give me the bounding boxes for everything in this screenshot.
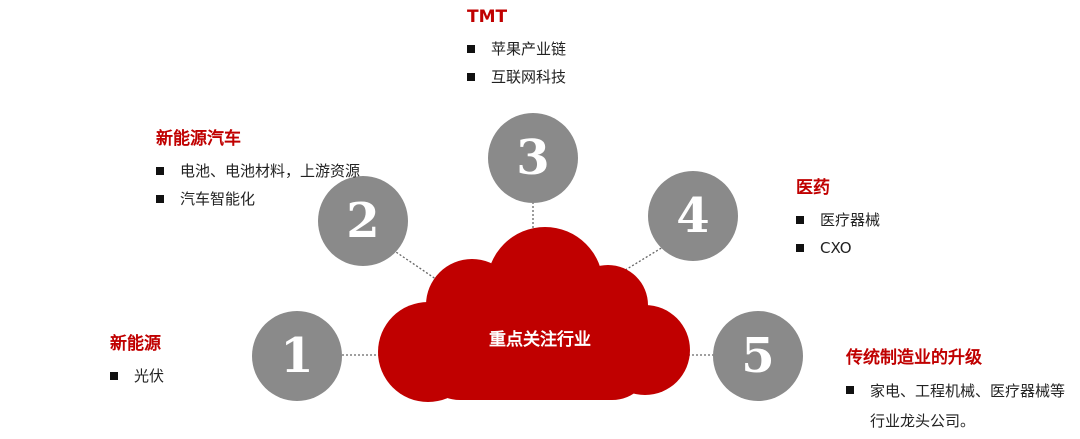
square-bullet-icon — [796, 244, 804, 252]
center-cloud — [378, 227, 690, 402]
item-text: 医疗器械 — [820, 211, 881, 229]
list-item: 互联网科技 — [467, 63, 566, 91]
node-2-circle: 2 — [318, 176, 408, 266]
item-text: 苹果产业链 — [491, 40, 567, 58]
group-tmt: TMT 苹果产业链 互联网科技 — [467, 7, 566, 91]
item-text: 光伏 — [134, 367, 165, 385]
list-item: CXO — [796, 234, 880, 262]
square-bullet-icon — [156, 195, 164, 203]
item-text: CXO — [820, 239, 852, 257]
group-new-energy-vehicles: 新能源汽车 电池、电池材料，上游资源 汽车智能化 — [156, 124, 360, 213]
list-item: 医疗器械 — [796, 206, 880, 234]
group-title: TMT — [467, 7, 508, 27]
node-4-circle: 4 — [648, 171, 738, 261]
node-3-circle: 3 — [488, 113, 578, 203]
group-pharma: 医药 医疗器械 CXO — [796, 173, 880, 262]
list-item: 光伏 — [110, 362, 164, 390]
square-bullet-icon — [156, 167, 164, 175]
connector-4 — [621, 243, 669, 273]
list-item: 汽车智能化 — [156, 185, 360, 213]
square-bullet-icon — [467, 45, 475, 53]
center-cloud-label: 重点关注行业 — [489, 330, 591, 350]
item-text: 家电、工程机械、医疗器械等行业龙头公司。 — [870, 382, 1066, 430]
list-item: 苹果产业链 — [467, 35, 566, 63]
list-item: 电池、电池材料，上游资源 — [156, 157, 360, 185]
group-title: 医药 — [796, 178, 830, 198]
square-bullet-icon — [110, 372, 118, 380]
square-bullet-icon — [846, 386, 854, 394]
node-1-circle: 1 — [252, 311, 342, 401]
list-item: 家电、工程机械、医疗器械等行业龙头公司。 — [846, 376, 1070, 436]
group-traditional-manufacturing: 传统制造业的升级 家电、工程机械、医疗器械等行业龙头公司。 — [846, 343, 1070, 436]
item-text: 电池、电池材料，上游资源 — [180, 162, 361, 180]
group-title: 传统制造业的升级 — [846, 348, 982, 368]
group-title: 新能源汽车 — [156, 129, 241, 149]
item-text: 互联网科技 — [491, 68, 567, 86]
group-title: 新能源 — [110, 334, 161, 354]
group-new-energy: 新能源 光伏 — [110, 329, 164, 390]
square-bullet-icon — [467, 73, 475, 81]
node-5-circle: 5 — [713, 311, 803, 401]
square-bullet-icon — [796, 216, 804, 224]
item-text: 汽车智能化 — [180, 190, 256, 208]
